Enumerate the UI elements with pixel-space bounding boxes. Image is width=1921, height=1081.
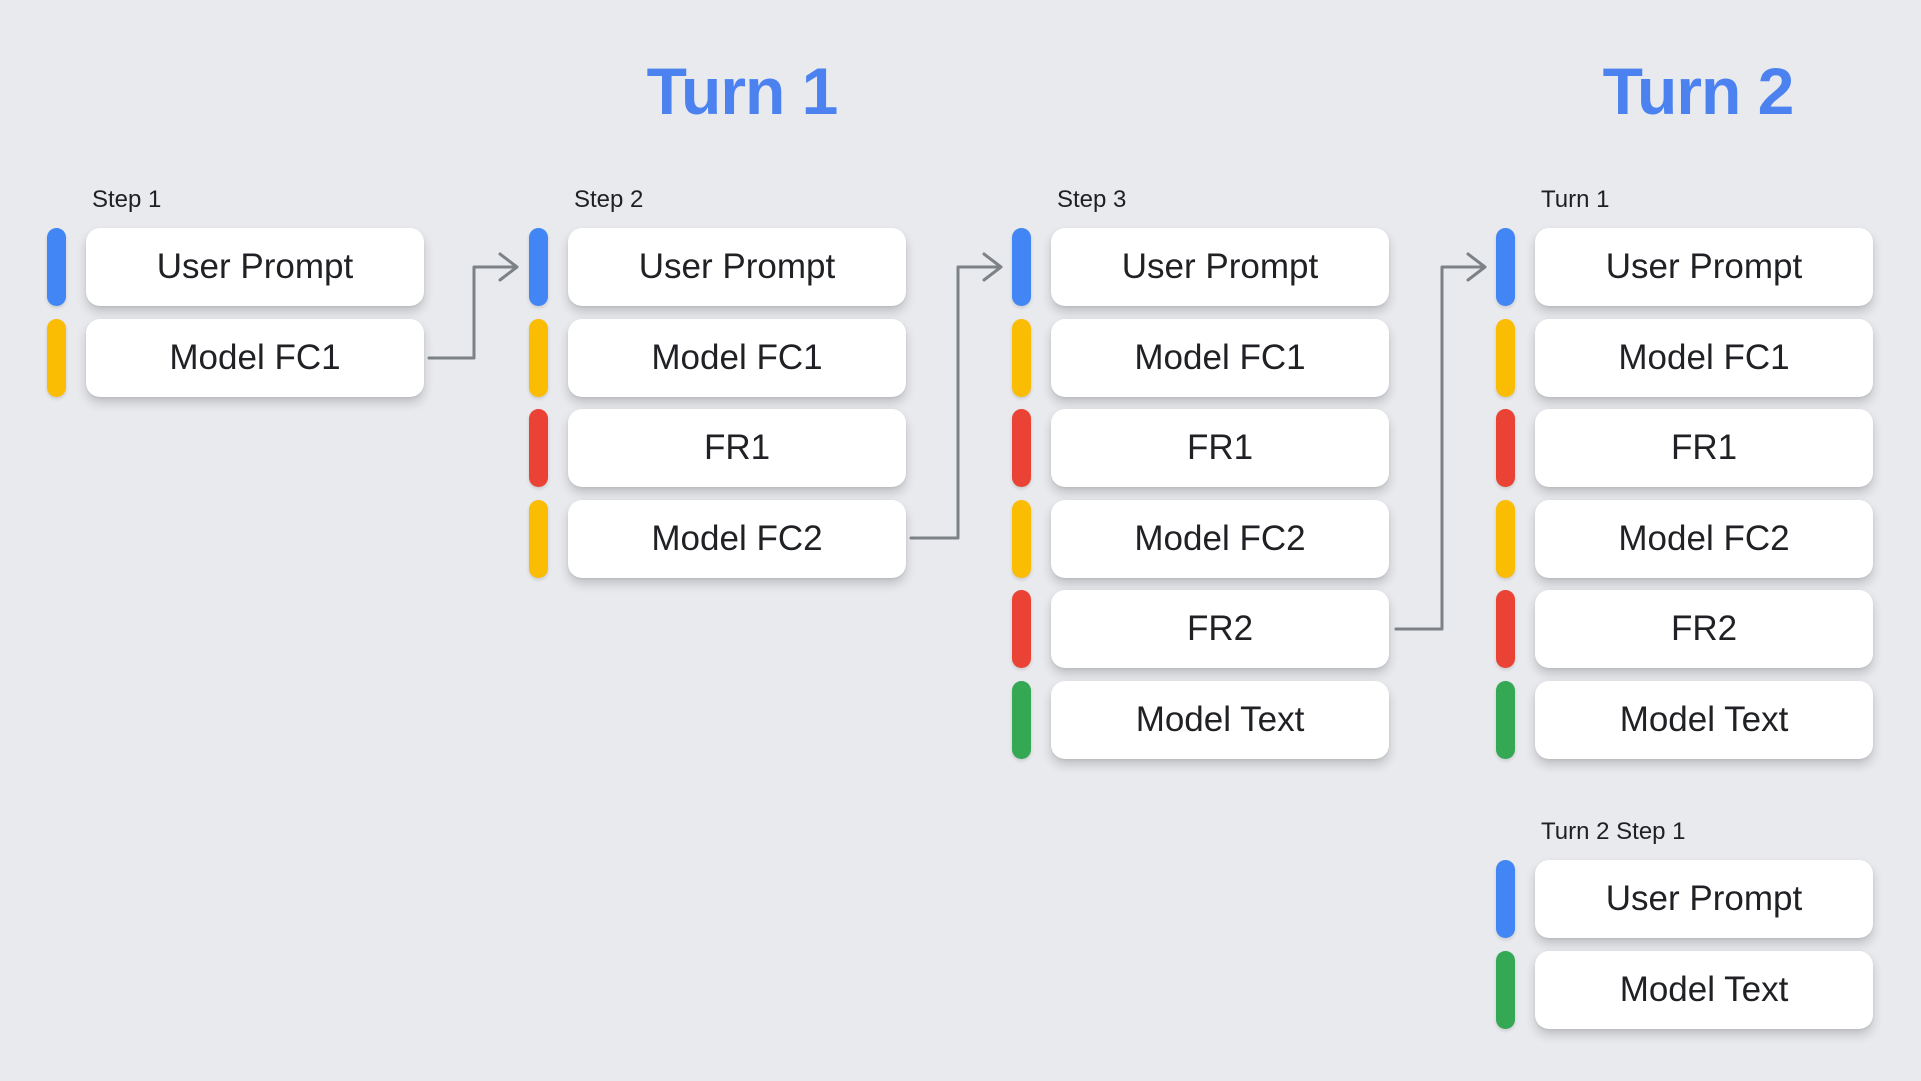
model-fc2-pill xyxy=(1496,499,1515,578)
fr2-box: FR2 xyxy=(1535,590,1873,668)
column-label: Step 1 xyxy=(92,186,162,213)
user-prompt-box: User Prompt xyxy=(1535,228,1873,306)
model-text-pill xyxy=(1496,950,1515,1029)
row-model-fc1: Model FC1 xyxy=(47,318,424,397)
row-model-fc1: Model FC1 xyxy=(1496,318,1873,397)
column-step3: Step 3 User Prompt Model FC1 FR1 Model F… xyxy=(1012,188,1389,771)
row-fr2: FR2 xyxy=(1496,590,1873,668)
model-text-box: Model Text xyxy=(1535,680,1873,759)
row-fr1: FR1 xyxy=(1012,409,1389,487)
user-prompt-box: User Prompt xyxy=(1535,860,1873,938)
row-user-prompt: User Prompt xyxy=(1496,228,1873,306)
model-fc2-box: Model FC2 xyxy=(1051,499,1389,578)
row-model-fc1: Model FC1 xyxy=(1012,318,1389,397)
column-step1: Step 1 User Prompt Model FC1 xyxy=(47,188,424,409)
fr1-box: FR1 xyxy=(1535,409,1873,487)
fr2-pill xyxy=(1012,590,1031,668)
fr1-box: FR1 xyxy=(1051,409,1389,487)
column-label: Step 2 xyxy=(574,186,644,213)
row-fr1: FR1 xyxy=(529,409,906,487)
user-prompt-box: User Prompt xyxy=(86,228,424,306)
user-prompt-box: User Prompt xyxy=(1051,228,1389,306)
row-user-prompt: User Prompt xyxy=(47,228,424,306)
user-prompt-pill xyxy=(529,228,548,306)
column-label: Turn 2 Step 1 xyxy=(1541,818,1686,845)
turn2-title: Turn 2 xyxy=(1602,54,1795,128)
row-fr1: FR1 xyxy=(1496,409,1873,487)
row-fr2: FR2 xyxy=(1012,590,1389,668)
model-fc1-pill xyxy=(1012,318,1031,397)
column-turn1-history: Turn 1 User Prompt Model FC1 FR1 Model F… xyxy=(1496,188,1873,771)
row-model-fc2: Model FC2 xyxy=(1496,499,1873,578)
column-label: Step 3 xyxy=(1057,186,1127,213)
arrowhead-icon xyxy=(1466,252,1487,282)
model-fc1-box: Model FC1 xyxy=(568,318,906,397)
user-prompt-pill xyxy=(1496,860,1515,938)
row-model-text: Model Text xyxy=(1496,950,1873,1029)
row-user-prompt: User Prompt xyxy=(1496,860,1873,938)
model-fc2-box: Model FC2 xyxy=(568,499,906,578)
model-fc1-box: Model FC1 xyxy=(1051,318,1389,397)
row-model-fc1: Model FC1 xyxy=(529,318,906,397)
model-text-box: Model Text xyxy=(1535,950,1873,1029)
fr1-pill xyxy=(1496,409,1515,487)
row-model-text: Model Text xyxy=(1496,680,1873,759)
arrowhead-icon xyxy=(982,252,1003,282)
fr1-box: FR1 xyxy=(568,409,906,487)
fr1-pill xyxy=(529,409,548,487)
fr2-box: FR2 xyxy=(1051,590,1389,668)
row-user-prompt: User Prompt xyxy=(1012,228,1389,306)
row-model-fc2: Model FC2 xyxy=(529,499,906,578)
model-fc2-pill xyxy=(529,499,548,578)
arrow-step1-fc1-to-step2-prompt xyxy=(427,252,519,360)
model-text-pill xyxy=(1496,680,1515,759)
model-fc1-pill xyxy=(1496,318,1515,397)
column-turn2-step1: Turn 2 Step 1 User Prompt Model Text xyxy=(1496,820,1873,1041)
row-user-prompt: User Prompt xyxy=(529,228,906,306)
model-fc1-box: Model FC1 xyxy=(1535,318,1873,397)
model-fc1-pill xyxy=(529,318,548,397)
model-fc2-pill xyxy=(1012,499,1031,578)
column-label: Turn 1 xyxy=(1541,186,1610,213)
column-step2: Step 2 User Prompt Model FC1 FR1 Model F… xyxy=(529,188,906,590)
turn1-title: Turn 1 xyxy=(646,54,839,128)
model-fc2-box: Model FC2 xyxy=(1535,499,1873,578)
fr1-pill xyxy=(1012,409,1031,487)
row-model-text: Model Text xyxy=(1012,680,1389,759)
model-text-box: Model Text xyxy=(1051,680,1389,759)
model-text-pill xyxy=(1012,680,1031,759)
arrow-step2-fc2-to-step3-prompt xyxy=(909,252,1003,540)
user-prompt-pill xyxy=(1496,228,1515,306)
row-model-fc2: Model FC2 xyxy=(1012,499,1389,578)
fr2-pill xyxy=(1496,590,1515,668)
arrow-step3-fr2-to-turn1-prompt xyxy=(1394,252,1487,631)
model-fc1-box: Model FC1 xyxy=(86,318,424,397)
arrowhead-icon xyxy=(498,252,519,282)
model-fc1-pill xyxy=(47,318,66,397)
user-prompt-pill xyxy=(47,228,66,306)
user-prompt-pill xyxy=(1012,228,1031,306)
user-prompt-box: User Prompt xyxy=(568,228,906,306)
